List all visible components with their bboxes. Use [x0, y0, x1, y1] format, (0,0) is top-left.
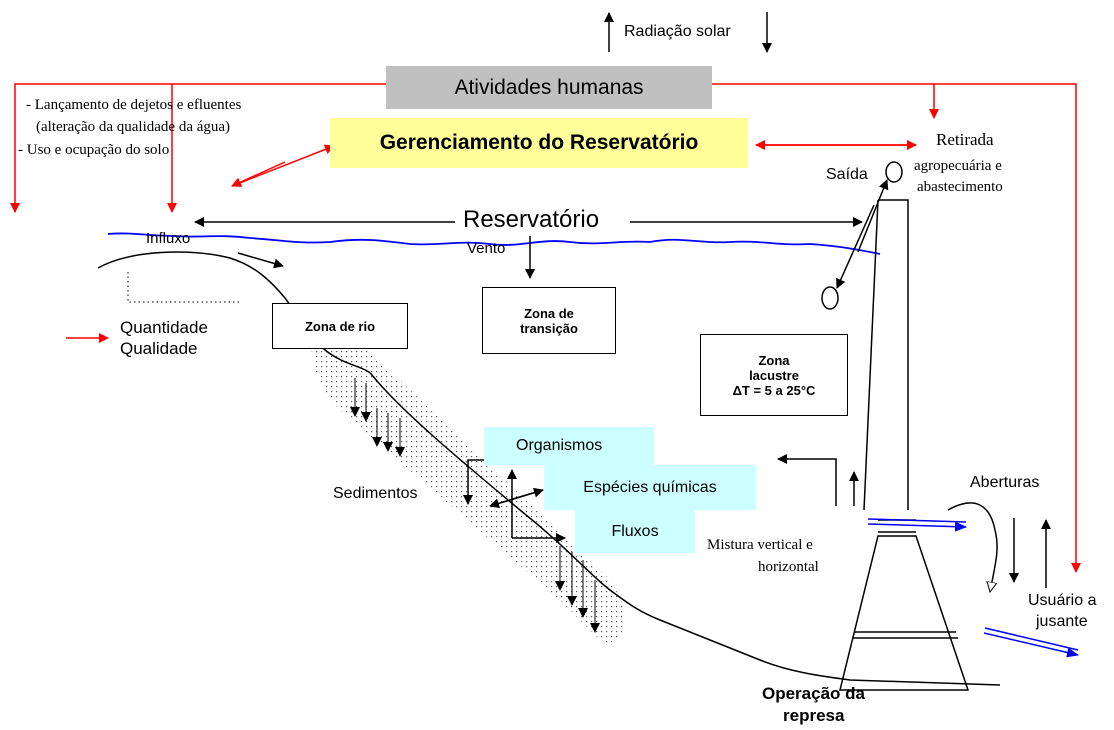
human-activities-box: Atividades humanas [386, 66, 712, 109]
transition-zone-line1: Zona de [524, 305, 574, 321]
transition-zone-box: Zona de transição [482, 287, 616, 354]
inflow-label: Influxo [146, 230, 191, 247]
intake-tower [839, 199, 970, 691]
impact-water-quality: (alteração da qualidade da água) [36, 119, 231, 135]
exchange-arrows [463, 459, 566, 543]
inflow-dotted-area [127, 272, 240, 303]
lacustrine-zone-line3: ΔT = 5 a 25°C [732, 382, 816, 398]
mixing-line1: Mistura vertical e [707, 537, 813, 553]
reservoir-label: Reservatório [463, 206, 600, 233]
outlet-label: Saída [826, 166, 868, 183]
lacustrine-zone-line2: lacustre [749, 367, 799, 383]
blue-flow-arrows [867, 518, 1079, 658]
openings-curved-arrow [947, 502, 998, 592]
quantity-label: Quantidade [120, 318, 208, 337]
outlet-bottom-valve [821, 286, 839, 310]
reservoir-bottom [97, 251, 1001, 686]
settling-arrows [350, 378, 600, 633]
dam-operation-line2: represa [783, 706, 845, 725]
organisms-box: Organismos [484, 427, 654, 465]
wind-label: Vento [467, 240, 506, 257]
lacustrine-zone-line1: Zona [758, 352, 790, 368]
management-box: Gerenciamento do Reservatório [330, 118, 748, 168]
impact-land-use: - Uso e ocupação do solo [18, 142, 170, 158]
mixing-line2: horizontal [758, 559, 819, 575]
mixing-arrows [777, 454, 859, 506]
downstream-line1: Usuário a [1028, 592, 1097, 609]
outlet-top-valve [885, 161, 903, 183]
inflow-arrow [237, 252, 284, 269]
water-surface [107, 232, 881, 255]
outlet-up-arrow [857, 179, 889, 253]
quality-label: Qualidade [120, 339, 198, 358]
radiation-label: Radiação solar [624, 23, 731, 40]
withdrawal-title: Retirada [936, 130, 994, 149]
chemicals-box: Espécies químicas [544, 465, 756, 510]
fluxes-box: Fluxos [575, 510, 695, 553]
sediments-label: Sedimentos [333, 485, 418, 502]
human-activity-arrows [10, 83, 1081, 573]
openings-label: Aberturas [970, 474, 1040, 491]
lacustrine-zone-box: Zona lacustre ΔT = 5 a 25°C [700, 334, 848, 416]
outlet-down-arrow [836, 204, 875, 289]
transition-zone-line2: transição [520, 320, 578, 336]
downstream-line2: jusante [1036, 613, 1088, 630]
withdrawal-line2: abastecimento [917, 179, 1003, 195]
withdrawal-line1: agropecuária e [914, 158, 1002, 174]
impact-effluents: - Lançamento de dejetos e efluentes [26, 97, 242, 113]
dam-operation-line1: Operação da [762, 684, 865, 703]
river-zone-box: Zona de rio [272, 303, 408, 349]
